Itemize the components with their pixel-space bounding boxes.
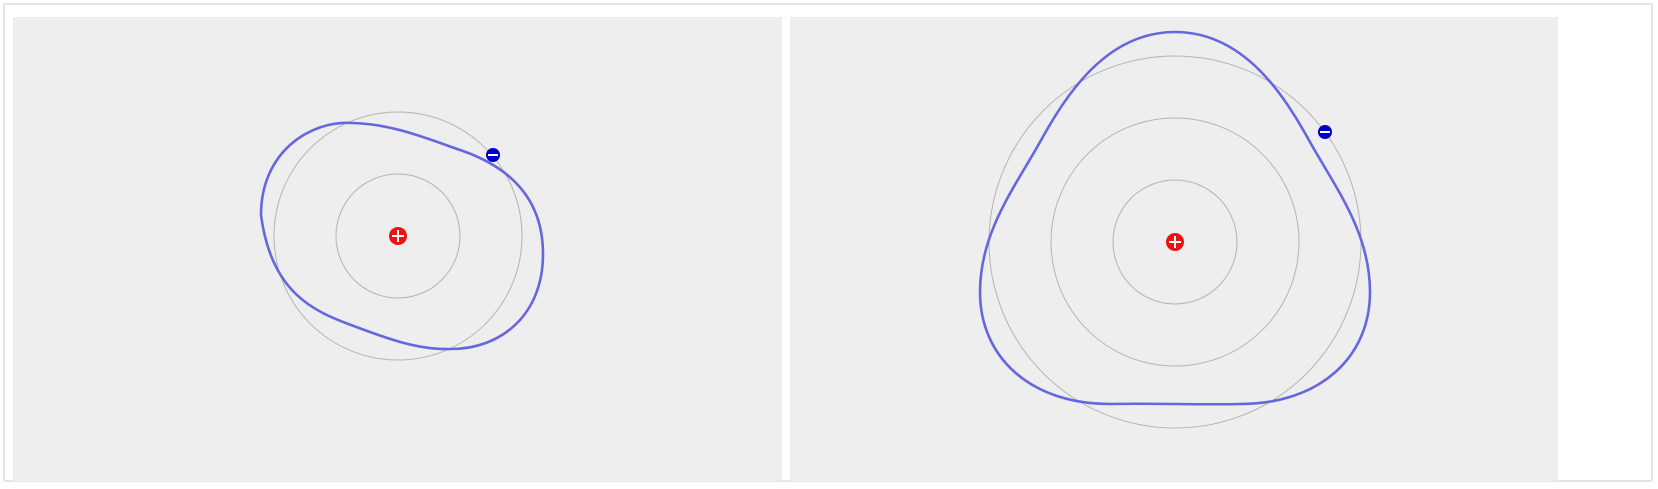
orbit-ring-2 bbox=[273, 111, 523, 361]
orbit-ring-1 bbox=[335, 173, 461, 299]
right-atom-panel[interactable] bbox=[790, 17, 1558, 481]
electron-wave bbox=[259, 121, 545, 351]
nucleus-icon bbox=[1166, 233, 1184, 251]
orbit-ring-1 bbox=[1112, 179, 1238, 305]
left-atom-panel[interactable] bbox=[13, 17, 782, 481]
orbit-ring-2 bbox=[1050, 117, 1300, 367]
electron-icon[interactable] bbox=[486, 148, 500, 162]
electron-icon[interactable] bbox=[1318, 125, 1332, 139]
electron-wave bbox=[978, 30, 1372, 406]
right-atom-diagram bbox=[978, 30, 1372, 429]
left-atom-diagram bbox=[259, 111, 545, 361]
nucleus-icon bbox=[389, 227, 407, 245]
app-frame bbox=[3, 3, 1653, 482]
